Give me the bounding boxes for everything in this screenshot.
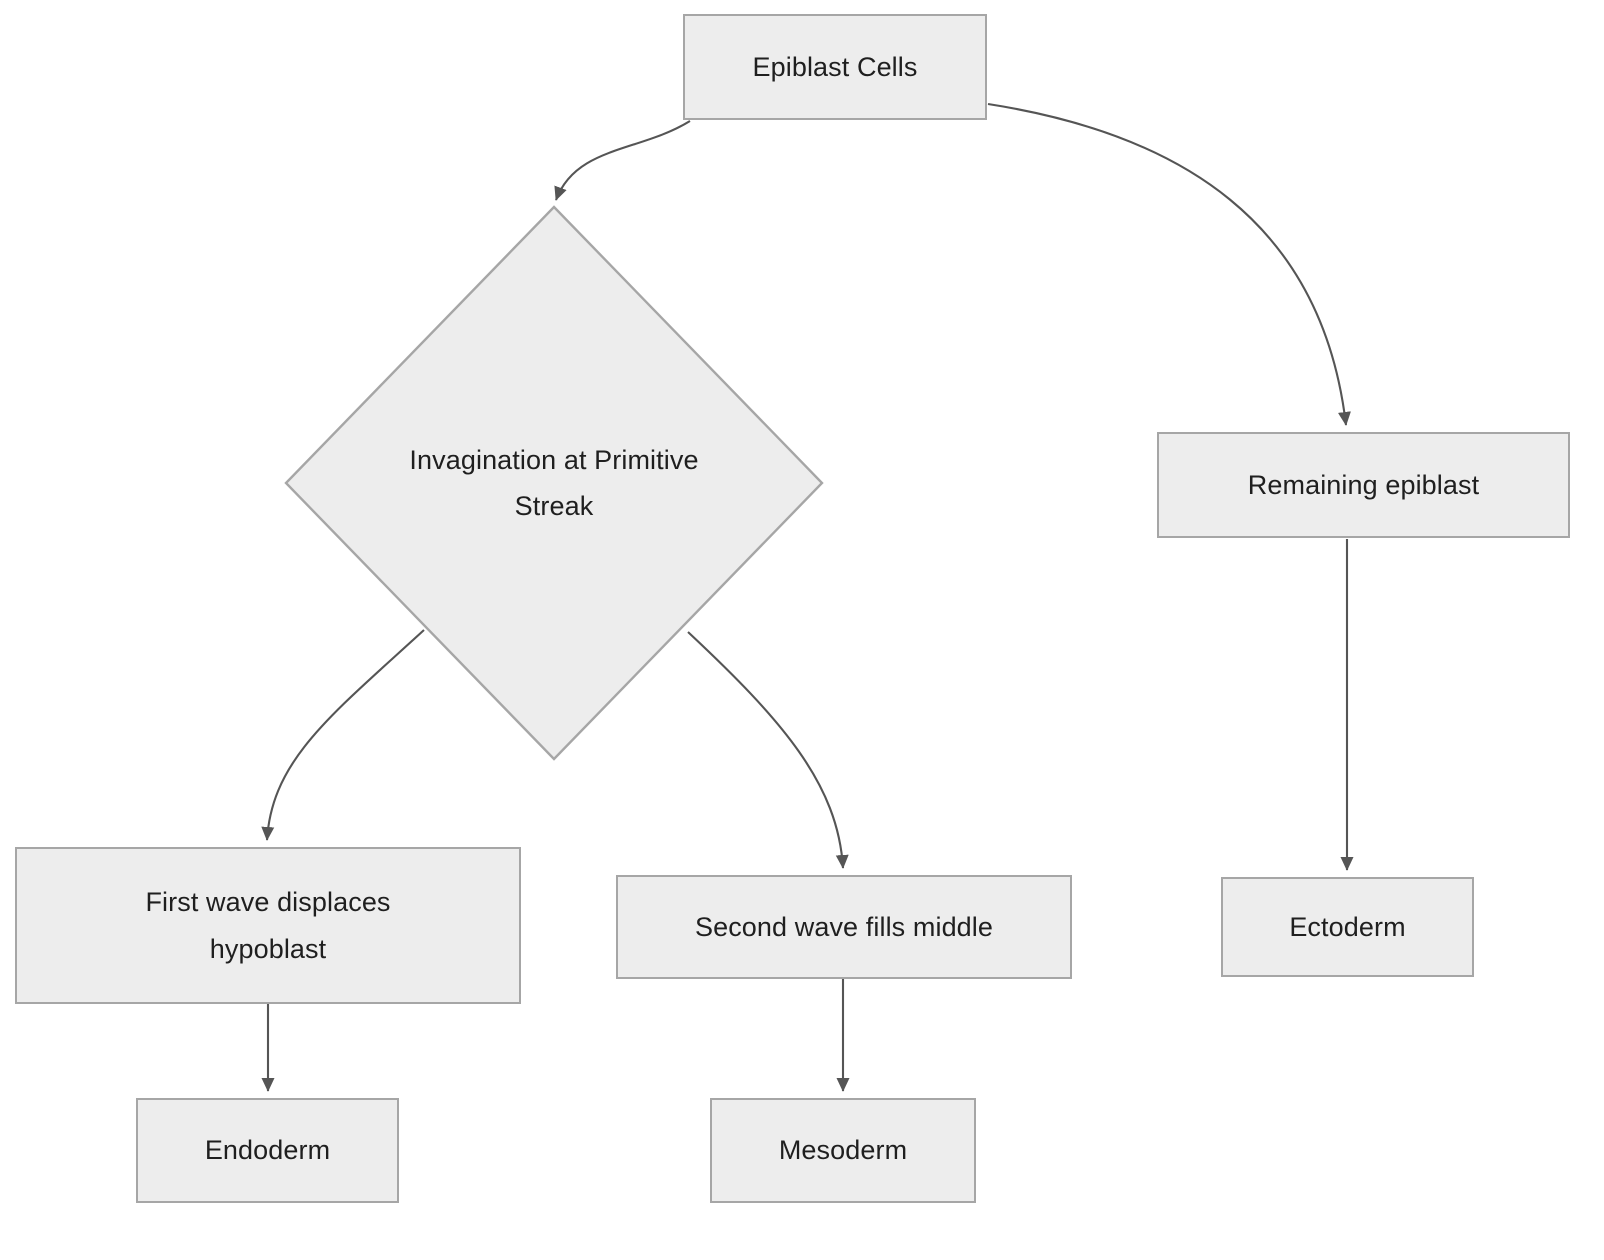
node-mesoderm-label: Mesoderm (778, 1135, 908, 1166)
node-second-wave-fills-middle[interactable]: Second wave fills middle (616, 875, 1072, 979)
edge-epiblast-to-remaining-epiblast (987, 102, 1351, 426)
node-first-wave-displaces-hypoblast[interactable]: First wave displaces hypoblast (15, 847, 521, 1004)
node-remaining-epiblast[interactable]: Remaining epiblast (1157, 432, 1570, 538)
diamond-shape (284, 205, 824, 761)
node-ectoderm[interactable]: Ectoderm (1221, 877, 1474, 977)
node-mesoderm[interactable]: Mesoderm (710, 1098, 976, 1203)
node-endoderm-label: Endoderm (204, 1135, 331, 1166)
node-epiblast-cells-label: Epiblast Cells (752, 51, 918, 82)
node-first-wave-label: First wave displaces hypoblast (145, 887, 391, 964)
node-invagination-label: Invagination at Primitive Streak (409, 444, 699, 521)
node-ectoderm-label: Ectoderm (1289, 911, 1406, 942)
node-epiblast-cells[interactable]: Epiblast Cells (683, 14, 987, 120)
node-remaining-epiblast-label: Remaining epiblast (1247, 469, 1480, 500)
edge-epiblast-to-invagination (554, 120, 691, 201)
node-invagination-at-primitive-streak[interactable]: Invagination at Primitive Streak (284, 205, 824, 761)
node-second-wave-label: Second wave fills middle (694, 911, 994, 942)
node-endoderm[interactable]: Endoderm (136, 1098, 399, 1203)
